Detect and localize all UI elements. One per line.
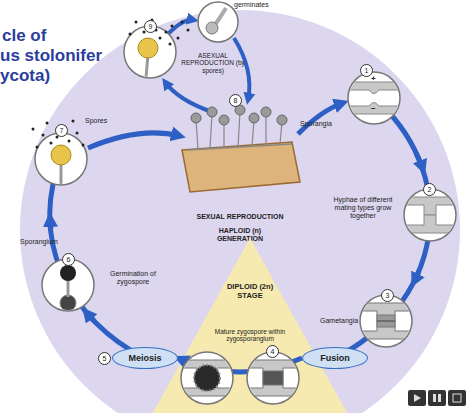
hyphae-circle — [344, 72, 404, 124]
callout-number: 4 — [266, 345, 279, 358]
arrow-head — [416, 153, 423, 169]
process-heading: ASEXUAL REPRODUCTION (by spores) — [180, 52, 246, 74]
arrow-head — [414, 271, 419, 282]
mating-type-sign: − — [371, 104, 376, 113]
callout-number: 2 — [423, 183, 436, 196]
fusion-circle — [243, 352, 303, 404]
callout-number: 9 — [144, 20, 157, 33]
mating-type-sign: + — [371, 74, 376, 83]
haploid-generation-disc: SEXUAL REPRODUCTION HAPLOID (n) GENERATIO… — [20, 10, 460, 413]
bread-with-sporangia — [182, 105, 300, 192]
spore-germination — [198, 2, 238, 42]
sporangiophores — [196, 112, 282, 149]
cycle-arrows — [50, 20, 430, 358]
title-fragment: us stolonifer — [0, 46, 102, 66]
part-label: Sporangia — [300, 120, 332, 128]
part-label: Spores — [85, 117, 107, 125]
callout-number: 7 — [55, 124, 68, 137]
triangle-fill — [150, 238, 350, 413]
process-label: Meiosis — [128, 353, 161, 363]
title-fragment: ycota) — [0, 66, 50, 86]
sporangium-heads — [191, 105, 287, 125]
stage-heading: DIPLOID (2n) STAGE — [220, 283, 280, 300]
title-fragment: cle of — [2, 26, 46, 46]
structure-label: Mature zygospore within zygosporangium — [208, 328, 292, 343]
meiosis-oval: Meiosis — [112, 347, 178, 369]
process-label: Fusion — [320, 353, 350, 363]
video-controls — [408, 390, 466, 406]
arrow-head — [50, 218, 51, 229]
cycle-arrow — [88, 133, 180, 148]
bread-slice — [182, 142, 300, 192]
callout-number: 6 — [62, 253, 75, 266]
step-label: Germination of zygospore — [98, 270, 168, 286]
cycle-arrow — [298, 103, 343, 134]
asexual-arrow — [168, 20, 194, 34]
hyphae-circle — [400, 189, 460, 241]
callout-number: 8 — [229, 94, 242, 107]
asexual-spore-release — [124, 19, 190, 79]
generation-label: HAPLOID (n) GENERATION — [205, 227, 275, 243]
fusion-oval: Fusion — [302, 347, 368, 369]
callout-number: 5 — [98, 352, 111, 365]
zygospore-circle — [177, 352, 237, 404]
zygospore-germination-circle — [42, 259, 94, 311]
gametangia-circle — [356, 295, 416, 347]
part-label: Sporangium — [20, 238, 58, 246]
part-label: Gametangia — [320, 317, 358, 325]
stolon — [188, 144, 292, 150]
sporangium-release-circle — [32, 120, 88, 186]
cycle-arc — [50, 159, 145, 358]
step-label: germinates — [234, 1, 269, 9]
callout-number: 3 — [381, 289, 394, 302]
arrow-head — [86, 312, 94, 321]
stage-heading: SEXUAL REPRODUCTION — [140, 213, 340, 221]
step-label: Hyphae of different mating types grow to… — [326, 196, 400, 220]
asexual-arrow — [165, 82, 212, 112]
asexual-arrow — [234, 38, 249, 100]
